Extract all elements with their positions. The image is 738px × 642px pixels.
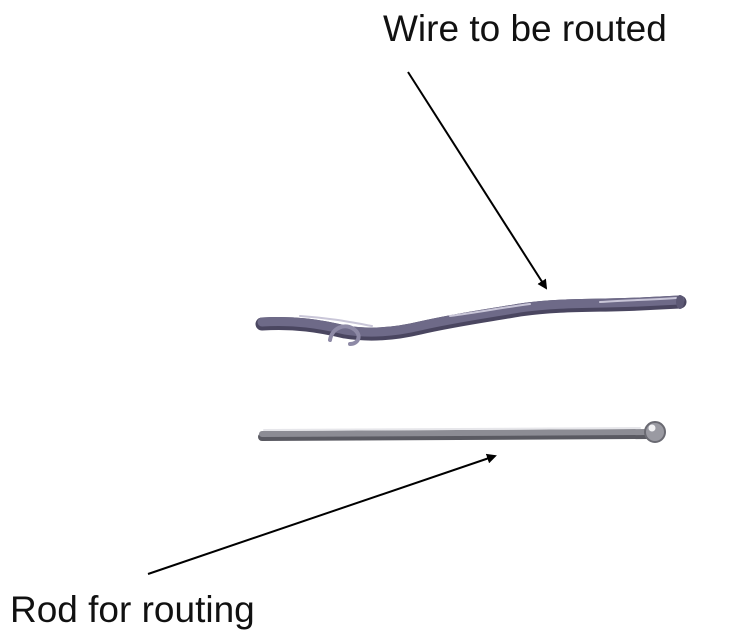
rod-highlight [263, 427, 641, 431]
rod-ball-shine [648, 424, 656, 432]
rod-body [259, 429, 651, 437]
wire-arrow [407, 71, 548, 290]
rod-label: Rod for routing [10, 589, 255, 630]
wire-label: Wire to be routed [383, 8, 667, 49]
wire-body [257, 295, 685, 337]
rod-arrow [147, 453, 497, 575]
wire-highlight [299, 297, 677, 327]
rod-ball-tip [644, 421, 666, 443]
wire-end-cap [676, 295, 684, 309]
wire-image [255, 295, 687, 346]
wire-loop [328, 324, 361, 346]
rod-image [258, 421, 666, 443]
